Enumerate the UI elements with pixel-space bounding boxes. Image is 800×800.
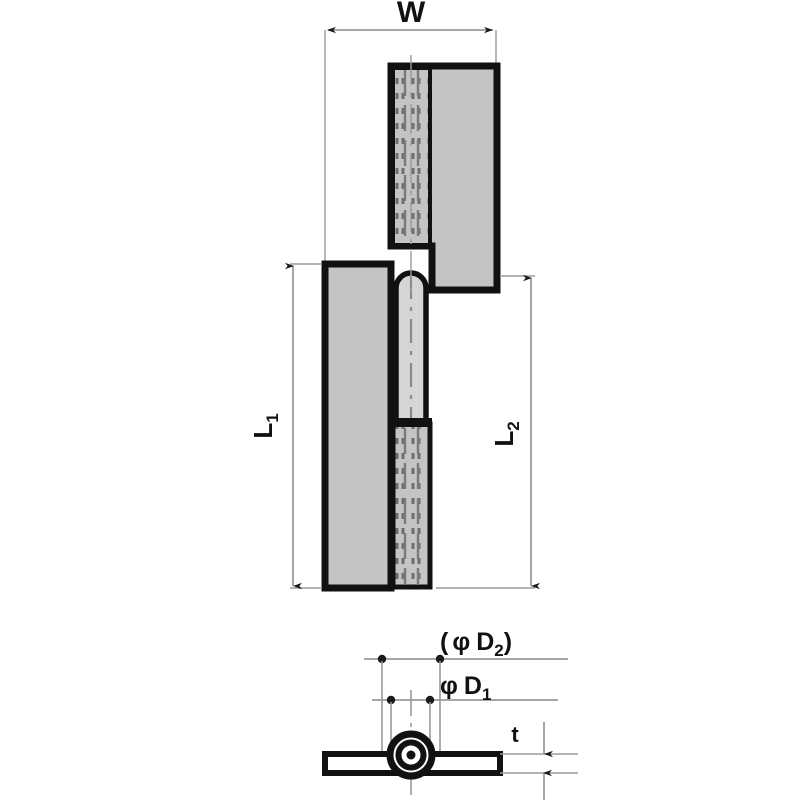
l1-sub: 1 xyxy=(263,413,282,422)
phi-d2-open: ( xyxy=(440,628,449,656)
l1-base: L xyxy=(248,423,278,439)
phi-d2-sub: 2 xyxy=(494,641,503,660)
phi-d1-base: D xyxy=(464,672,482,700)
phi-d2-tick-right xyxy=(435,654,445,664)
phi-d2-base: D xyxy=(476,628,494,656)
lower-leaf-outline xyxy=(321,260,395,592)
dimension-t: t xyxy=(500,722,578,800)
lower-leaf-plate xyxy=(321,260,395,592)
lower-knuckle-barrel xyxy=(390,421,433,590)
hinge-barrel-circles xyxy=(386,730,436,780)
pin-lower-seat xyxy=(391,418,432,427)
dimension-label-l1-group: L1 xyxy=(248,413,282,438)
l2-base: L xyxy=(489,431,519,447)
dimension-l2: L2 xyxy=(436,274,540,590)
dimension-label-l2: L2 xyxy=(489,421,523,446)
hinge-pin-center xyxy=(393,270,429,424)
dimension-l1: L1 xyxy=(248,262,322,590)
phi-d2-phi: φ xyxy=(452,628,470,656)
phi-d1-tick-right xyxy=(425,695,435,705)
phi-d2-close: ) xyxy=(504,628,512,656)
phi-d2-tick-left xyxy=(377,654,387,664)
barrel-pin-bore xyxy=(406,750,416,760)
dimension-label-w: W xyxy=(397,0,426,29)
dimension-w: W xyxy=(327,0,493,34)
l2-sub: 2 xyxy=(504,421,523,430)
phi-d1-tick-left xyxy=(386,695,396,705)
dimension-label-l2-group: L2 xyxy=(489,421,523,446)
phi-d1-sub: 1 xyxy=(482,685,491,704)
lower-knuckle-fill xyxy=(393,424,430,587)
dimension-label-t: t xyxy=(511,722,519,747)
front-elevation-view: W xyxy=(248,0,540,592)
phi-d1-phi: φ xyxy=(440,672,458,700)
dimension-label-l1: L1 xyxy=(248,413,282,438)
